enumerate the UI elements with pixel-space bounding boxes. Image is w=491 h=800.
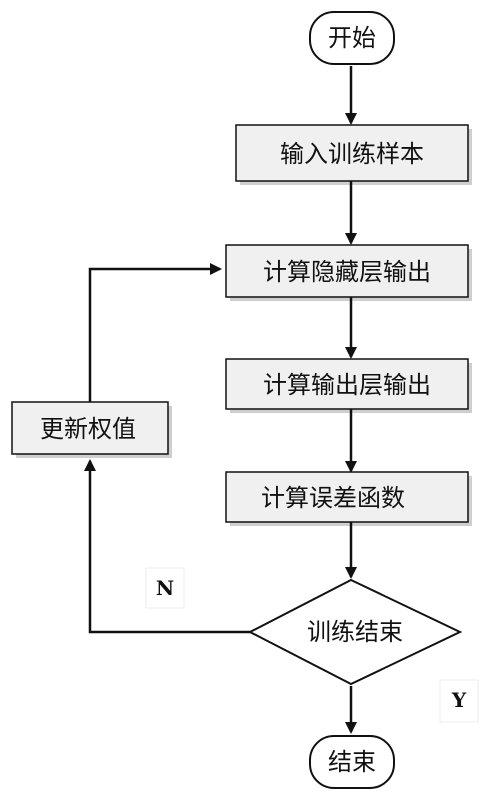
label-no: N: [156, 576, 174, 600]
start-node: 开始: [309, 11, 395, 65]
end-node: 结束: [309, 735, 395, 789]
calc-output-node: 计算输出层输出: [225, 358, 469, 410]
calc-output-label: 计算输出层输出: [263, 371, 431, 399]
edge-update-to-hidden: [88, 263, 222, 403]
label-yes-box: Y: [439, 679, 479, 723]
update-weights-node: 更新权值: [11, 401, 169, 455]
calc-hidden-label: 计算隐藏层输出: [263, 258, 431, 286]
end-label: 结束: [328, 748, 376, 776]
label-yes: Y: [451, 688, 467, 712]
start-label: 开始: [328, 24, 376, 52]
box-shadows: [16, 129, 472, 526]
edge-decision-to-update: [84, 459, 250, 634]
connectors: [84, 66, 357, 734]
input-samples-label: 输入训练样本: [280, 140, 424, 168]
label-no-box: N: [145, 567, 185, 609]
calc-error-node: 计算误差函数: [225, 471, 469, 523]
input-samples-node: 输入训练样本: [235, 124, 469, 182]
update-weights-label: 更新权值: [40, 415, 136, 443]
calc-error-label: 计算误差函数: [261, 484, 405, 512]
decision-label: 训练结束: [307, 618, 403, 646]
decision-node: 训练结束: [247, 578, 463, 686]
calc-hidden-node: 计算隐藏层输出: [225, 244, 469, 298]
